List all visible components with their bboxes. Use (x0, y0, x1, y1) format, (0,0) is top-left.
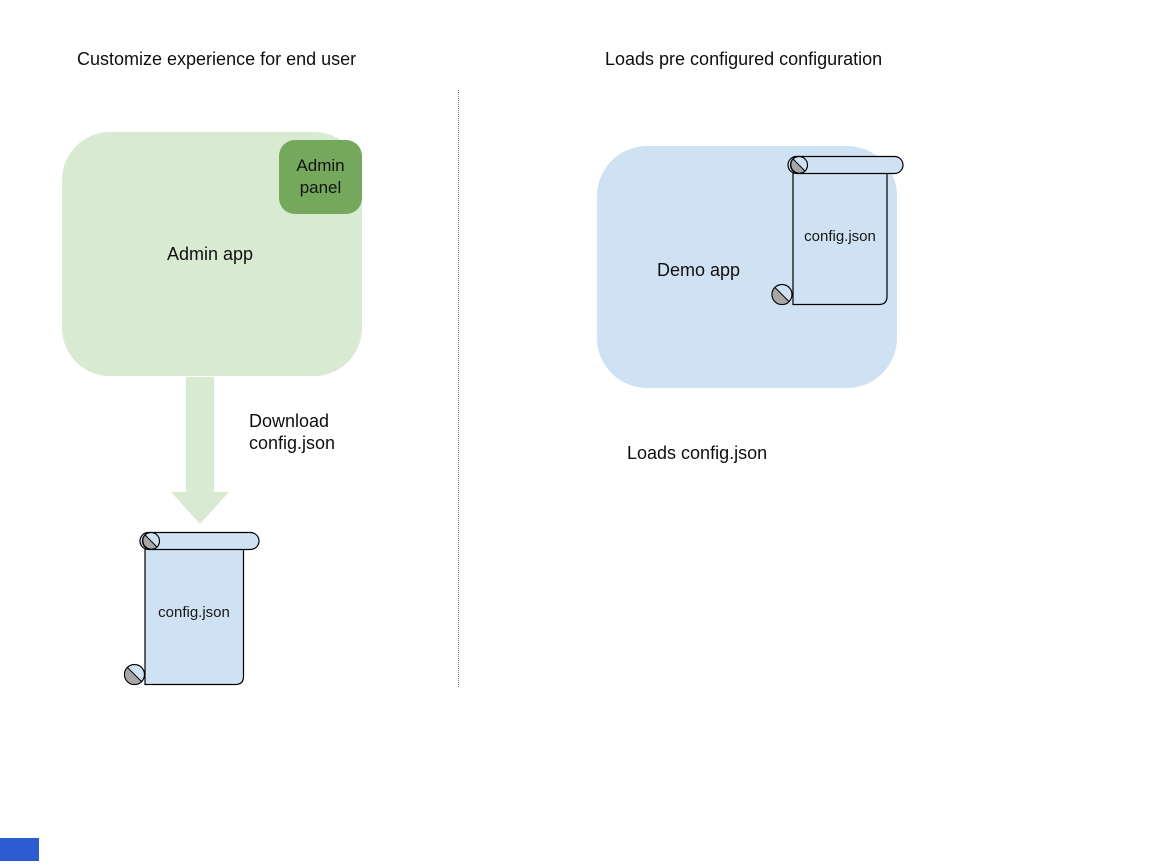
config-file-scroll-right (771, 155, 904, 306)
config-file-scroll-left (123, 531, 260, 686)
loads-config-caption: Loads config.json (627, 443, 768, 463)
left-section-title: Customize experience for end user (77, 49, 357, 69)
download-arrow-icon (171, 377, 229, 524)
config-file-label-left: config.json (158, 604, 230, 621)
admin-app-label: Admin app (167, 244, 254, 264)
admin-panel-label: Admin panel (296, 156, 345, 197)
download-label-line1: Download (249, 411, 330, 431)
download-arrow-label: Download config.json (249, 410, 335, 454)
config-file-label-right: config.json (804, 228, 876, 245)
section-divider (458, 90, 459, 687)
right-section-title: Loads pre configured configuration (605, 49, 883, 69)
demo-app-label: Demo app (657, 260, 741, 280)
download-label-line2: config.json (249, 433, 336, 453)
admin-panel-box: Admin panel (279, 140, 362, 214)
corner-blue-rect (0, 838, 39, 861)
